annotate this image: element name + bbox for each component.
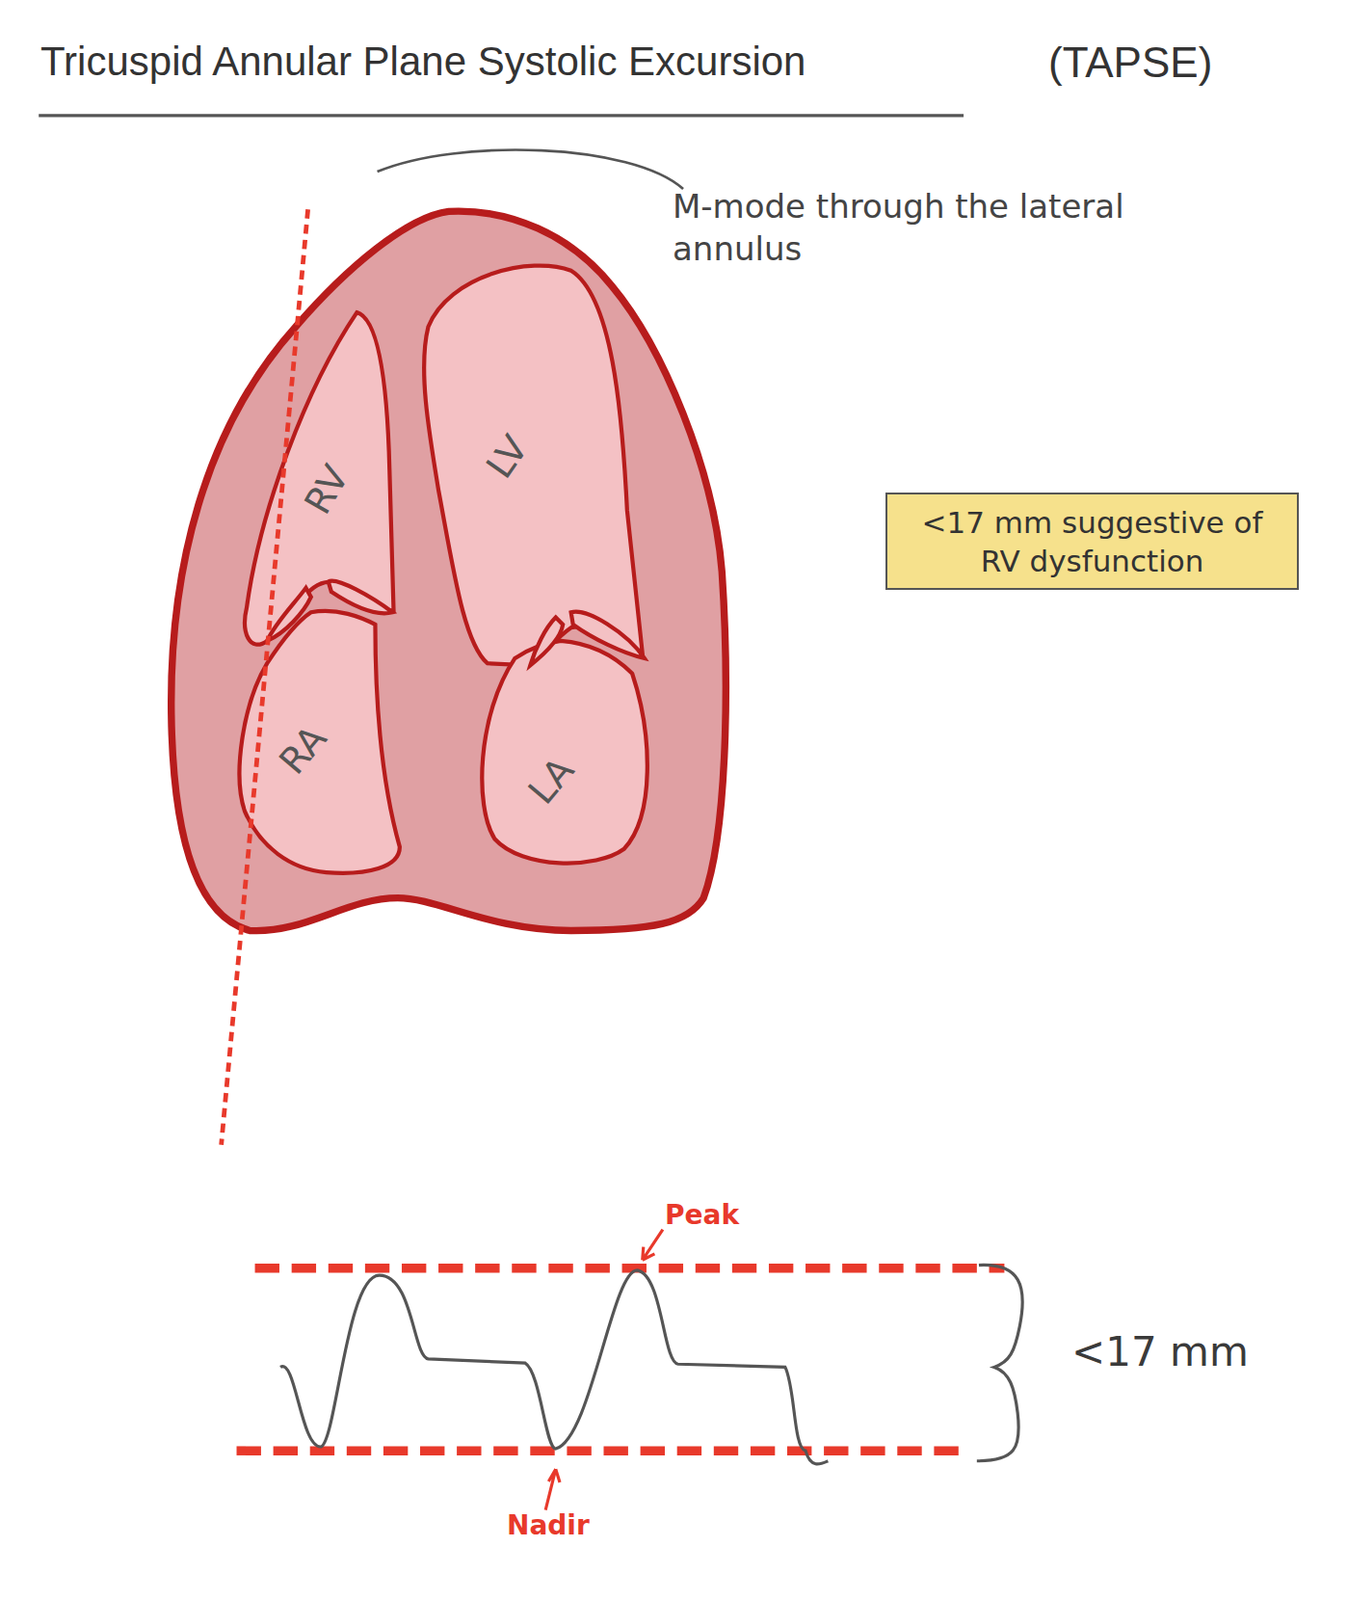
- title: Tricuspid Annular Plane Systolic Excursi…: [40, 38, 806, 85]
- m-mode-line: [221, 209, 309, 1144]
- dimension: <17 mm: [1071, 1327, 1249, 1375]
- chamber-label: RA: [259, 720, 346, 779]
- peak-line: [255, 1263, 1005, 1273]
- chamber-label: LV: [463, 427, 551, 486]
- nadir-line: [237, 1445, 970, 1455]
- leader-line: [377, 150, 684, 190]
- peak-arrow: [642, 1229, 663, 1261]
- annotation: M-mode through the lateral annulus: [672, 184, 1232, 270]
- nadir-arrow: [545, 1468, 560, 1509]
- title-underline: [38, 113, 964, 117]
- nadir-label: Nadir: [506, 1508, 590, 1541]
- chamber-label: RV: [283, 460, 370, 519]
- tapse-waveform: [280, 1269, 828, 1464]
- chamber-label: LA: [507, 751, 595, 810]
- chambers: [239, 265, 648, 873]
- criteria-box: <17 mm suggestive of RV dysfunction: [885, 492, 1299, 590]
- peak-label: Peak: [664, 1198, 740, 1231]
- chamber-name: LV: [477, 427, 537, 486]
- chamber-name: RA: [270, 716, 335, 782]
- chamber-name: RV: [295, 457, 357, 522]
- box-text: <17 mm suggestive of RV dysfunction: [900, 502, 1284, 581]
- acronym: (TAPSE): [1048, 38, 1213, 87]
- heart-outline: [171, 211, 727, 931]
- brace: [977, 1264, 1023, 1460]
- chamber-name: LA: [520, 748, 583, 812]
